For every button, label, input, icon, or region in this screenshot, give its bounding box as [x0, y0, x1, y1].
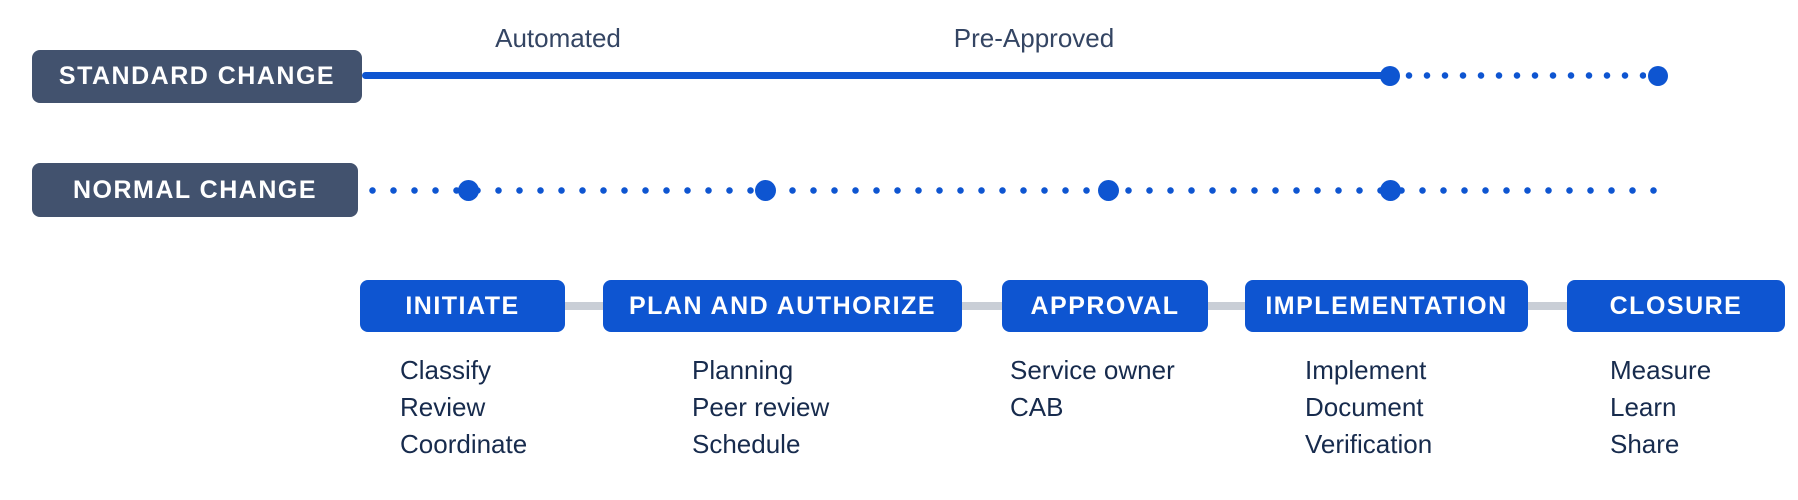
phase-activity: Share: [1610, 429, 1680, 459]
normal-change-dotted-line: [362, 187, 1668, 194]
phase-activity: CAB: [1010, 392, 1064, 422]
phase-activities-implementation: Implement Document Verification: [1305, 352, 1432, 463]
phase-activities-plan-and-authorize: Planning Peer review Schedule: [692, 352, 829, 463]
phase-activity: Review: [400, 392, 486, 422]
phase-activity: Classify: [400, 355, 492, 385]
phase-activities-closure: Measure Learn Share: [1610, 352, 1711, 463]
phase-connector: [1528, 302, 1569, 310]
phase-connector: [1208, 302, 1247, 310]
phase-box-closure: CLOSURE: [1567, 280, 1785, 332]
normal-milestone-dot-implementation: [1380, 180, 1401, 201]
standard-change-dotted-line: [1400, 72, 1646, 79]
phase-connector: [962, 302, 1004, 310]
phase-activity: Schedule: [692, 429, 801, 459]
pre-approved-annotation: Pre-Approved: [953, 23, 1115, 53]
phase-activity: Learn: [1610, 392, 1677, 422]
standard-milestone-dot-closure: [1648, 66, 1668, 86]
phase-activity: Implement: [1305, 355, 1427, 385]
phase-connector: [565, 302, 605, 310]
normal-milestone-dot-approval: [1098, 180, 1119, 201]
normal-milestone-dot-plan: [755, 180, 776, 201]
normal-milestone-dot-initiate: [458, 180, 479, 201]
normal-change-label: NORMAL CHANGE: [32, 163, 358, 217]
standard-milestone-dot-implementation: [1380, 66, 1400, 86]
phase-activity: Planning: [692, 355, 794, 385]
phase-activities-approval: Service owner CAB: [1010, 352, 1175, 426]
phase-activity: Measure: [1610, 355, 1712, 385]
phase-activity: Service owner: [1010, 355, 1175, 385]
standard-change-solid-line: [362, 72, 1390, 79]
phase-box-approval: APPROVAL: [1002, 280, 1208, 332]
phase-activities-initiate: Classify Review Coordinate: [400, 352, 527, 463]
phase-activity: Verification: [1305, 429, 1433, 459]
phase-activity: Document: [1305, 392, 1424, 422]
standard-change-label: STANDARD CHANGE: [32, 50, 362, 103]
phase-box-plan-and-authorize: PLAN AND AUTHORIZE: [603, 280, 962, 332]
automated-annotation: Automated: [495, 23, 621, 53]
phase-box-initiate: INITIATE: [360, 280, 565, 332]
phase-box-implementation: IMPLEMENTATION: [1245, 280, 1528, 332]
phase-activity: Coordinate: [400, 429, 528, 459]
phase-activity: Peer review: [692, 392, 830, 422]
